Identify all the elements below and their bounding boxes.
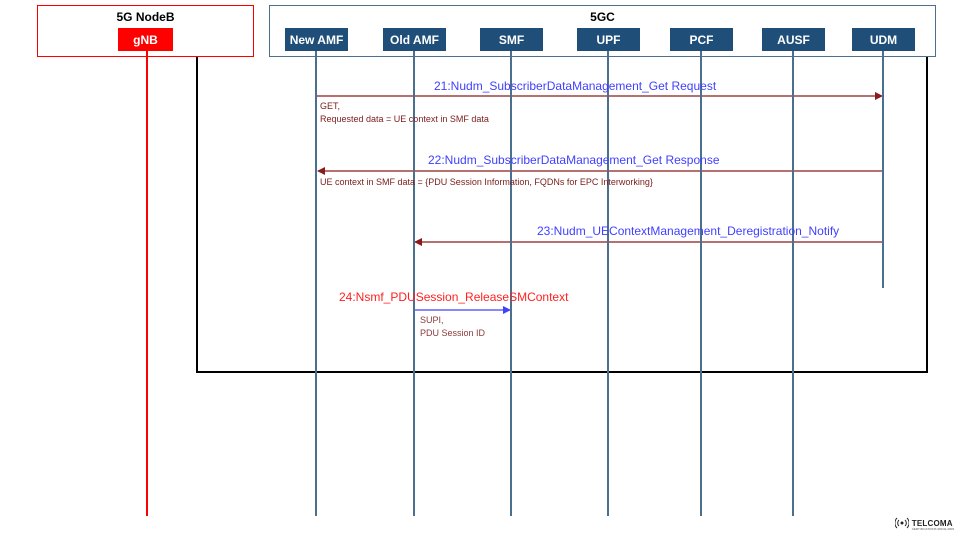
ran-group-title: 5G NodeB [116, 10, 175, 24]
msg-21-param-1: GET, [320, 101, 341, 111]
lifeline-udm [882, 51, 884, 288]
node-pcf: PCF [670, 28, 733, 51]
node-gnb: gNB [118, 28, 173, 51]
node-upf: UPF [577, 28, 640, 51]
lifeline-pcf [700, 51, 702, 516]
node-new-amf: New AMF [285, 28, 348, 51]
msg-22-label: 22:Nudm_SubscriberDataManagement_Get Res… [428, 153, 720, 167]
msg-22-param-1: UE context in SMF data = {PDU Session In… [320, 177, 653, 187]
msg-24-param-1: SUPI, [420, 315, 444, 325]
node-ausf: AUSF [762, 28, 825, 51]
lifeline-ausf [792, 51, 794, 516]
msg-21-param-2: Requested data = UE context in SMF data [320, 114, 489, 124]
node-old-amf: Old AMF [383, 28, 446, 51]
logo-name: TELCOMA [911, 518, 953, 528]
lifeline-gnb [146, 51, 148, 516]
msg-24-param-2: PDU Session ID [420, 328, 486, 338]
signal-waves-icon [894, 516, 910, 534]
lifeline-smf [510, 51, 512, 516]
core-group-box: 5GC [269, 5, 936, 57]
telcoma-logo: TELCOMA CERTIFICATIONS SINCE 2009 [894, 516, 954, 534]
node-udm: UDM [852, 28, 915, 51]
msg-24-label: 24:Nsmf_PDUSession_ReleaseSMContext [339, 290, 569, 304]
msg-23-label: 23:Nudm_UEContextManagement_Deregistrati… [537, 224, 840, 238]
lifeline-upf [607, 51, 609, 516]
lifeline-new-amf [315, 51, 317, 516]
procedure-frame [196, 57, 928, 373]
ran-group-box: 5G NodeB [37, 5, 254, 57]
logo-tagline: CERTIFICATIONS SINCE 2009 [911, 526, 954, 531]
lifeline-old-amf [413, 51, 415, 516]
msg-21-label: 21:Nudm_SubscriberDataManagement_Get Req… [434, 79, 717, 93]
node-smf: SMF [480, 28, 543, 51]
core-group-title: 5GC [590, 10, 615, 24]
